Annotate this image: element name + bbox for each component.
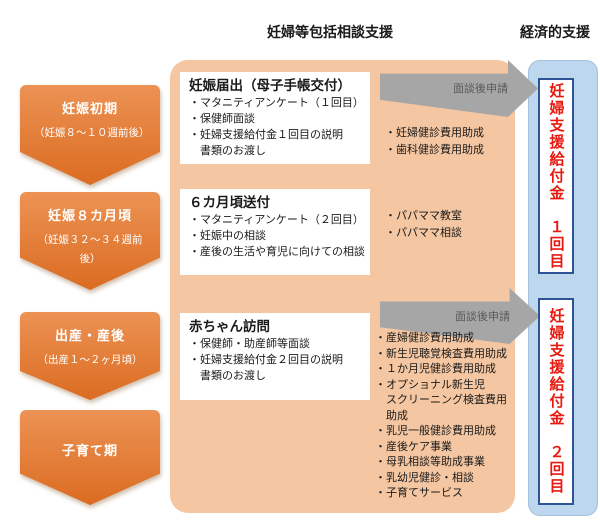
box-line: ・保健師面談 [189,113,255,125]
list-item: ・乳幼児健診・相談 [375,471,474,484]
stage-subtitle: （出産１～２ヶ月頃） [37,354,143,366]
box-6-month-mailing: ６カ月頃送付 ・マタニティアンケート（２回目） ・妊娠中の相談 ・産後の生活や育… [180,189,370,275]
box-line: 書類のお渡し [189,370,266,382]
box-title: 妊娠届出（母子手帳交付） [189,78,351,93]
list-item: ・産後ケア事業 [375,440,452,453]
header-economic-support: 経済的支援 [520,24,590,40]
box-line: ・産後の生活や育児に向けての相談 [189,246,365,258]
stage-title: 子育て期 [61,443,118,458]
stage-chevron: 子育て期 [20,410,160,505]
stage-childrearing: 子育て期 [20,410,160,505]
list-item: ・母乳相談等助成事業 [375,456,485,468]
list-item: 助成 [375,409,408,422]
box-line: ・マタニティアンケート（２回目） [189,214,364,226]
box-baby-visit: 赤ちゃん訪問 ・保健師・助産師等面談 ・妊婦支援給付金２回目の説明 書類のお渡し [180,313,370,400]
box-title: 赤ちゃん訪問 [189,319,270,334]
stage-title: 出産・産後 [54,328,125,343]
stage-early-pregnancy: 妊娠初期 （妊娠８～１０週前後） [20,85,160,185]
stage-birth-postpartum: 出産・産後 （出産１～２ヶ月頃） [20,312,160,400]
stage-chevron: 妊娠初期 （妊娠８～１０週前後） [20,85,160,185]
stage-title: 妊娠８カ月頃 [47,208,132,223]
list-item: ・新生児聴覚検査費用助成 [375,347,507,360]
list-item: ・パパママ相談 [385,226,462,239]
benefit-label: 妊婦支援給付金 １回目 [547,82,565,270]
benefit-grant-2: 妊婦支援給付金 ２回目 [538,298,574,505]
list-item: ・妊婦健診費用助成 [385,127,484,139]
box-line: 書類のお渡し [189,145,266,157]
arrow-label: 面談後申請 [455,311,510,323]
stage-8-months: 妊娠８カ月頃 （妊娠３２～３４週前後） [20,192,160,290]
box-title: ６カ月頃送付 [189,195,270,210]
box-line: ・マタニティアンケート（１回目） [189,97,364,109]
box-pregnancy-notification: 妊娠届出（母子手帳交付） ・マタニティアンケート（１回目） ・保健師面談 ・妊婦… [180,72,370,164]
stage-title: 妊娠初期 [61,101,118,116]
stage-chevron: 出産・産後 （出産１～２ヶ月頃） [20,312,160,400]
list-item: ・オプショナル新生児 [375,378,485,391]
list-item: ・１か月児健診費用助成 [375,363,496,375]
header-consultation-support: 妊婦等包括相談支援 [267,24,393,40]
stage-subtitle: （妊娠８～１０週前後） [34,127,150,139]
list-pregnancy-subsidies: ・妊婦健診費用助成 ・歯科健診費用助成 [385,125,484,158]
stage-subtitle: （妊娠３２～３４週前後） [37,234,143,265]
box-line: ・妊娠中の相談 [189,230,266,242]
arrow-label: 面談後申請 [453,83,508,95]
box-line: ・妊婦支援給付金２回目の説明 [189,354,343,366]
list-item: ・産婦健診費用助成 [375,332,474,344]
box-line: ・妊婦支援給付金１回目の説明 [189,129,343,141]
list-item: ・子育てサービス [375,487,463,499]
list-item: ・パパママ教室 [385,210,462,222]
list-papamama: ・パパママ教室 ・パパママ相談 [385,208,462,241]
box-line: ・保健師・助産師等面談 [189,338,310,350]
benefit-grant-1: 妊婦支援給付金 １回目 [538,78,574,274]
list-postpartum-subsidies: ・産婦健診費用助成 ・新生児聴覚検査費用助成 ・１か月児健診費用助成 ・オプショ… [375,331,507,502]
benefit-label: 妊婦支援給付金 ２回目 [547,308,565,495]
list-item: ・歯科健診費用助成 [385,143,484,156]
list-item: ・乳児一般健診費用助成 [375,425,496,437]
list-item: スクリーニング検査費用 [375,394,507,406]
stage-chevron: 妊娠８カ月頃 （妊娠３２～３４週前後） [20,192,160,290]
